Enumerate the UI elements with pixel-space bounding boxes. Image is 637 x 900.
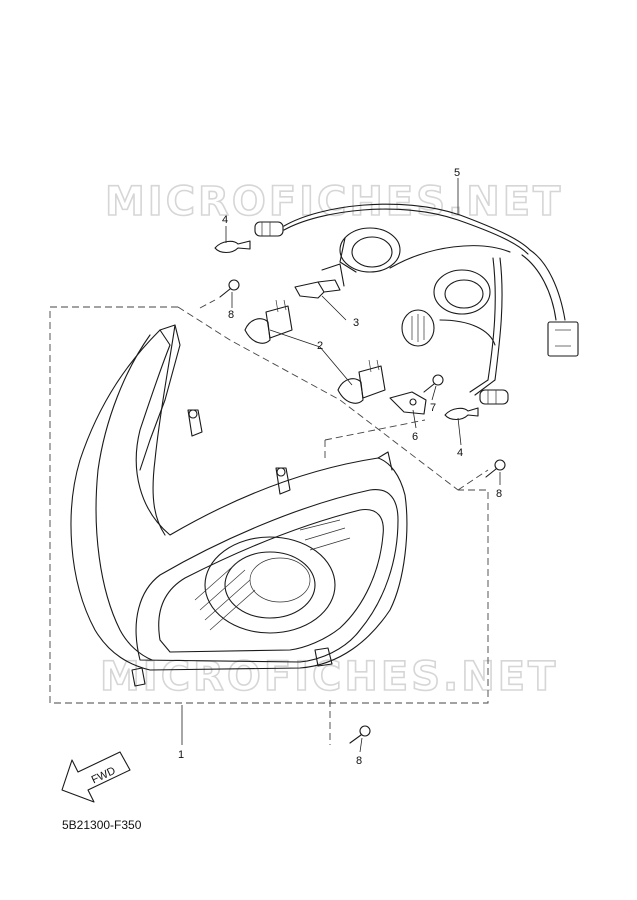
socket-plug (401, 309, 435, 347)
screw-8-top (219, 279, 240, 298)
callout-5: 5 (454, 167, 460, 179)
bulb-spring-clip (294, 263, 345, 299)
wire-harness (283, 203, 579, 396)
leader-lines (181, 178, 501, 753)
fwd-arrow: FWD (61, 751, 131, 803)
callout-7: 7 (430, 402, 436, 414)
callout-6: 6 (412, 431, 418, 443)
halogen-bulb-left (244, 299, 293, 344)
position-bulb-right (444, 407, 479, 421)
socket-left (339, 227, 401, 273)
watermark-bottom: MICROFICHES.NET (100, 654, 558, 700)
callout-2: 2 (317, 340, 323, 352)
watermark-top: MICROFICHES.NET (105, 179, 563, 225)
bracket (389, 391, 427, 415)
position-socket-right (479, 389, 509, 405)
position-socket-top (254, 221, 284, 237)
harness-connector (547, 321, 579, 357)
screw-8-bottom (349, 725, 371, 744)
adjuster-screw-b (275, 467, 291, 495)
callout-3: 3 (353, 317, 359, 329)
socket-right (433, 269, 491, 315)
callout-8-bottom: 8 (356, 755, 362, 767)
callout-4-right: 4 (457, 447, 463, 459)
assembly-outline (49, 299, 489, 745)
screw-7 (423, 374, 444, 393)
diagram-code: 5B21300-F350 (62, 818, 142, 832)
callout-8-right: 8 (496, 488, 502, 500)
headlight-housing (70, 324, 408, 687)
callout-1: 1 (178, 749, 184, 761)
callout-4-top: 4 (222, 214, 228, 226)
position-bulb-top (214, 240, 251, 254)
halogen-bulb-right (337, 359, 386, 404)
callout-8-top: 8 (228, 309, 234, 321)
screw-8-right (485, 459, 506, 478)
adjuster-screw-a (187, 409, 203, 437)
